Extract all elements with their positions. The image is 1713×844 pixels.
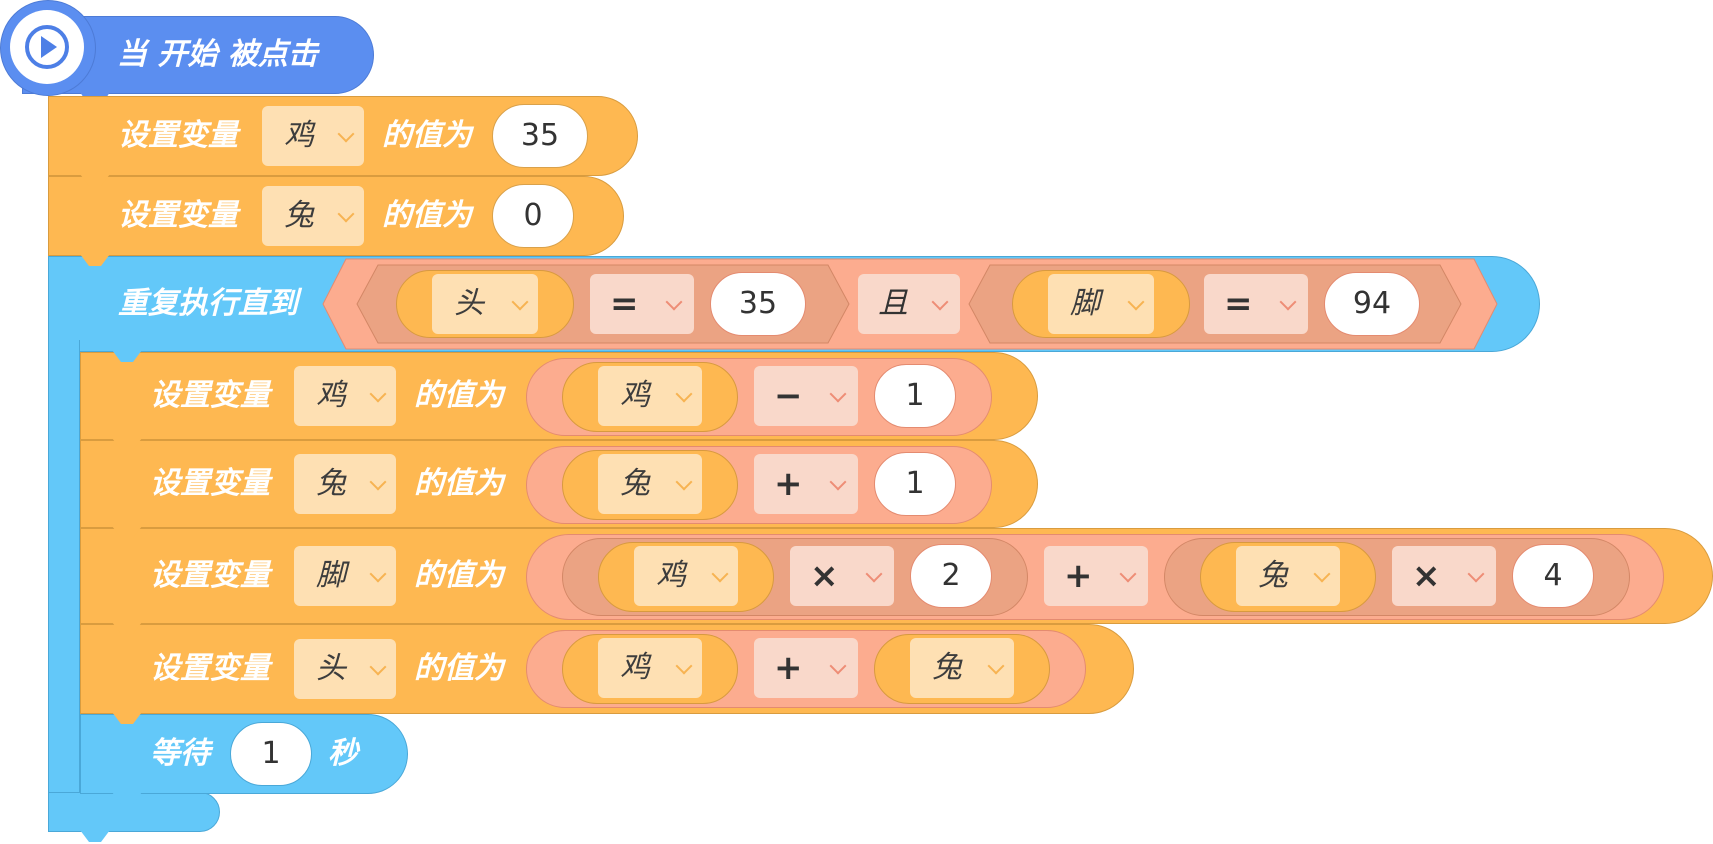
and-dropdown[interactable]: 且	[858, 274, 960, 334]
variable-dropdown[interactable]: 兔	[1236, 546, 1340, 606]
play-icon	[25, 25, 69, 69]
chevron-down-icon	[369, 473, 387, 491]
chevron-down-icon	[1467, 565, 1485, 583]
variable-dropdown[interactable]: 鸡	[598, 638, 702, 698]
operator-dropdown[interactable]: ×	[1392, 546, 1496, 606]
value-input[interactable]: 35	[492, 104, 588, 168]
value-label: 的值为	[414, 466, 504, 501]
chevron-down-icon	[675, 657, 693, 675]
variable-dropdown[interactable]: 兔	[598, 454, 702, 514]
value-label: 的值为	[414, 651, 504, 686]
chevron-down-icon	[1313, 565, 1331, 583]
set-variable-label: 设置变量	[118, 118, 238, 153]
block-notch	[112, 438, 142, 450]
operator-dropdown[interactable]: ×	[790, 546, 894, 606]
chevron-down-icon	[369, 565, 387, 583]
chevron-down-icon	[829, 657, 847, 675]
chevron-down-icon	[1127, 293, 1145, 311]
chevron-down-icon	[829, 473, 847, 491]
operator-dropdown[interactable]: −	[754, 366, 858, 426]
block-notch	[80, 254, 110, 266]
set-variable-label: 设置变量	[118, 198, 238, 233]
variable-dropdown[interactable]: 脚	[1048, 274, 1154, 334]
block-notch	[112, 792, 142, 804]
value-input[interactable]: 2	[910, 544, 992, 608]
block-notch	[112, 622, 142, 634]
variable-dropdown[interactable]: 鸡	[294, 366, 396, 426]
wait-unit-label: 秒	[328, 736, 358, 771]
value-label: 的值为	[414, 558, 504, 593]
variable-dropdown[interactable]: 头	[432, 274, 538, 334]
variable-dropdown[interactable]: 兔	[910, 638, 1014, 698]
variable-dropdown[interactable]: 鸡	[262, 106, 364, 166]
chevron-down-icon	[829, 385, 847, 403]
chevron-down-icon	[369, 658, 387, 676]
chevron-down-icon	[711, 565, 729, 583]
chevron-down-icon	[865, 565, 883, 583]
variable-dropdown[interactable]: 鸡	[598, 366, 702, 426]
value-input[interactable]: 0	[492, 184, 574, 248]
set-variable-label: 设置变量	[150, 651, 270, 686]
set-variable-label: 设置变量	[150, 558, 270, 593]
block-notch	[80, 174, 110, 186]
wait-seconds-input[interactable]: 1	[230, 722, 312, 786]
variable-dropdown[interactable]: 兔	[294, 454, 396, 514]
value-input[interactable]: 1	[874, 364, 956, 428]
chevron-down-icon	[987, 657, 1005, 675]
chevron-down-icon	[675, 473, 693, 491]
value-label: 的值为	[382, 118, 472, 153]
hat-label: 当 开始 被点击	[117, 37, 318, 72]
repeat-until-arm	[48, 340, 80, 820]
variable-dropdown[interactable]: 脚	[294, 546, 396, 606]
chevron-down-icon	[1279, 293, 1297, 311]
variable-dropdown[interactable]: 鸡	[634, 546, 738, 606]
play-button[interactable]	[10, 10, 84, 84]
value-label: 的值为	[382, 198, 472, 233]
chevron-down-icon	[511, 293, 529, 311]
value-input[interactable]: 1	[874, 452, 956, 516]
value-label: 的值为	[414, 378, 504, 413]
chevron-down-icon	[1119, 565, 1137, 583]
operator-dropdown[interactable]: =	[1204, 274, 1308, 334]
chevron-down-icon	[931, 293, 949, 311]
value-input[interactable]: 94	[1324, 272, 1420, 336]
block-notch	[112, 526, 142, 538]
repeat-until-foot	[48, 792, 220, 832]
chevron-down-icon	[675, 385, 693, 403]
block-notch	[80, 830, 110, 842]
wait-label: 等待	[150, 736, 210, 771]
repeat-until-label: 重复执行直到	[118, 286, 298, 321]
set-variable-label: 设置变量	[150, 378, 270, 413]
operator-dropdown[interactable]: +	[754, 454, 858, 514]
block-notch	[112, 712, 142, 724]
value-input[interactable]: 35	[710, 272, 806, 336]
operator-dropdown[interactable]: +	[1044, 546, 1148, 606]
chevron-down-icon	[369, 385, 387, 403]
set-variable-label: 设置变量	[150, 466, 270, 501]
chevron-down-icon	[337, 125, 355, 143]
variable-dropdown[interactable]: 兔	[262, 186, 364, 246]
chevron-down-icon	[665, 293, 683, 311]
chevron-down-icon	[337, 205, 355, 223]
value-input[interactable]: 4	[1512, 544, 1594, 608]
operator-dropdown[interactable]: =	[590, 274, 694, 334]
operator-dropdown[interactable]: +	[754, 638, 858, 698]
variable-dropdown[interactable]: 头	[294, 639, 396, 699]
block-notch	[112, 350, 142, 362]
